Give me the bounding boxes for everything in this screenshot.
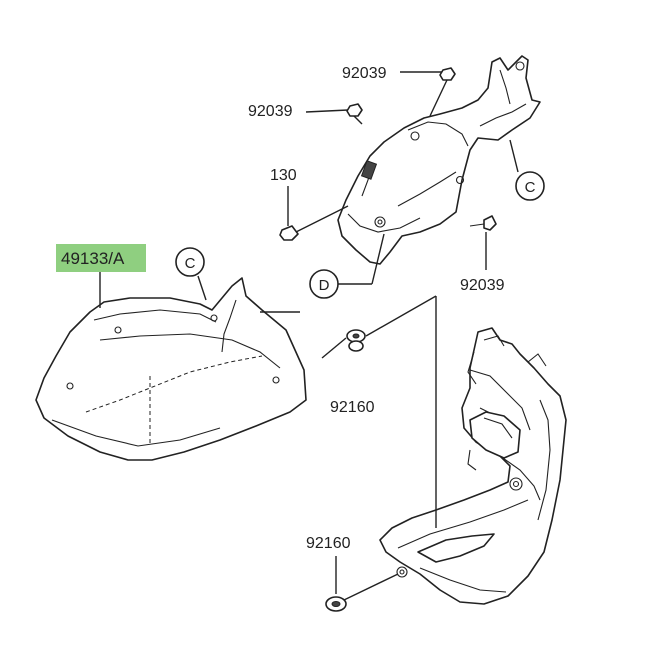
windscreen-49133 <box>35 277 307 461</box>
ref-d-text: D <box>319 277 330 294</box>
grommet-92160-mid <box>321 295 437 528</box>
ref-c-left-text: C <box>185 255 196 272</box>
label-92039-top: 92039 <box>342 65 387 82</box>
ref-circle-c-left: C <box>175 247 205 277</box>
upper-bracket-assembly <box>337 55 541 265</box>
leader-d-2 <box>371 233 385 285</box>
leader-c-left <box>197 275 207 301</box>
leader-c-top <box>509 139 519 173</box>
label-92039-right: 92039 <box>460 277 505 294</box>
label-49133[interactable]: 49133/A <box>61 249 125 268</box>
bolt-92039-right <box>469 215 497 231</box>
front-cowl-assembly <box>379 327 567 605</box>
ref-c-top-text: C <box>525 179 536 196</box>
bolt-92039-top <box>429 67 456 117</box>
leader-92039-left <box>305 109 349 113</box>
label-92160-mid: 92160 <box>330 399 375 416</box>
bolt-130 <box>279 205 349 241</box>
highlight-49133 <box>56 244 146 272</box>
grommet-92160-bot <box>325 573 399 612</box>
ref-circle-c-top: C <box>515 171 545 201</box>
label-92160-bot: 92160 <box>306 535 351 552</box>
ref-circle-d: D <box>309 269 339 299</box>
label-92039-left: 92039 <box>248 103 293 120</box>
label-130: 130 <box>270 167 297 184</box>
bolt-92039-left <box>346 103 363 125</box>
